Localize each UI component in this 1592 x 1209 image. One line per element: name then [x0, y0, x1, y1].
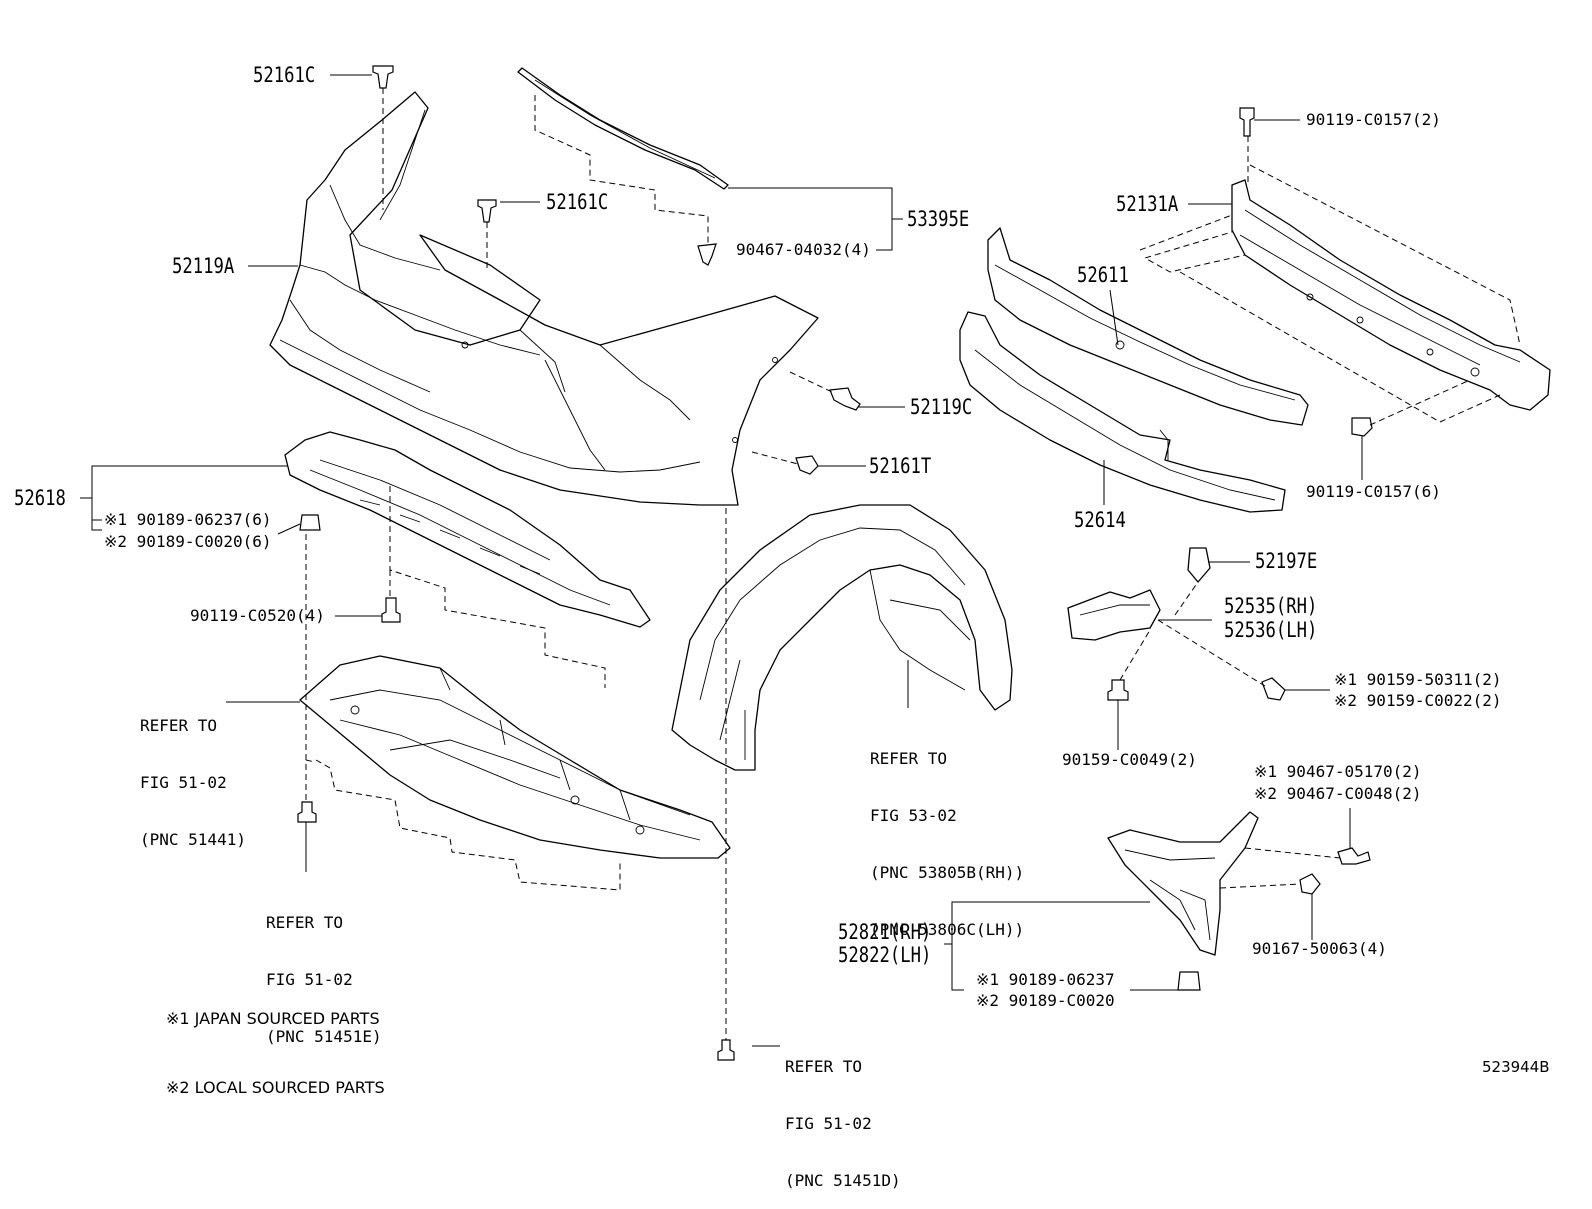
- label-90159-50311: ※1 90159-50311(2): [1334, 670, 1502, 689]
- label-90159-c0049: 90159-C0049(2): [1062, 750, 1197, 769]
- energy-absorber-52611[interactable]: [987, 227, 1309, 426]
- clip-52197e[interactable]: [1187, 547, 1211, 583]
- label-52614: 52614: [1074, 508, 1126, 532]
- label-90189-06237-b: ※1 90189-06237: [976, 970, 1115, 989]
- ref-line: (PNC 51441): [140, 830, 246, 849]
- front-spoiler-52618[interactable]: [284, 431, 651, 628]
- ref-line: FIG 51-02: [140, 773, 227, 792]
- label-90159-c0022: ※2 90159-C0022(2): [1334, 691, 1502, 710]
- ref-line: REFER TO: [870, 749, 948, 768]
- label-53395e: 53395E: [907, 207, 970, 231]
- ref-line: (PNC 51451D): [785, 1171, 901, 1190]
- reinforcement-52131a[interactable]: [1231, 179, 1551, 411]
- ref-line: (PNC 51451E): [266, 1027, 382, 1046]
- label-52119c: 52119C: [910, 395, 973, 419]
- ref-fig-51-02-pnc-51441[interactable]: REFER TO FIG 51-02 (PNC 51441): [140, 678, 246, 868]
- label-52821: 52821(RH): [838, 920, 932, 944]
- ref-fig-51-02-pnc-51451d[interactable]: REFER TO FIG 51-02 (PNC 51451D): [785, 1019, 901, 1209]
- label-52535: 52535(RH): [1224, 594, 1318, 618]
- label-90189-c0020-b: ※2 90189-C0020: [976, 991, 1115, 1010]
- note-japan-sourced: ※1 JAPAN SOURCED PARTS: [166, 1009, 380, 1028]
- fastener-clips: [297, 65, 1373, 1061]
- label-52822: 52822(LH): [838, 943, 932, 967]
- energy-absorber-52614[interactable]: [959, 311, 1286, 513]
- label-90467-05170: ※1 90467-05170(2): [1254, 762, 1422, 781]
- note-local-sourced: ※2 LOCAL SOURCED PARTS: [166, 1078, 385, 1097]
- label-52161c-top: 52161C: [253, 63, 316, 87]
- ref-line: REFER TO: [785, 1057, 863, 1076]
- diagram-id: 523944B: [1482, 1058, 1550, 1076]
- notes-legend: ※1 JAPAN SOURCED PARTS ※2 LOCAL SOURCED …: [166, 961, 385, 1122]
- ref-fig-53-02-pnc-53805[interactable]: REFER TO FIG 53-02 (PNC 53805B(RH)) (PNC…: [870, 711, 1024, 958]
- ref-line: FIG 51-02: [785, 1114, 872, 1133]
- ref-line: REFER TO: [266, 913, 344, 932]
- label-52618: 52618: [14, 486, 66, 510]
- bumper-cover-52119a[interactable]: [269, 91, 819, 506]
- label-90189-c0020-a: ※2 90189-C0020(6): [104, 532, 272, 551]
- label-90189-06237-a: ※1 90189-06237(6): [104, 510, 272, 529]
- dashed-alignment-lines: [305, 88, 1521, 1040]
- ref-line: FIG 51-02: [266, 970, 353, 989]
- label-90467-c0048: ※2 90467-C0048(2): [1254, 784, 1422, 803]
- label-52197e: 52197E: [1255, 549, 1318, 573]
- grille-molding-53395e[interactable]: [517, 67, 729, 190]
- ref-line: REFER TO: [140, 716, 218, 735]
- label-52119a: 52119A: [172, 254, 235, 278]
- label-90119-c0520: 90119-C0520(4): [190, 606, 325, 625]
- label-52161t: 52161T: [869, 454, 932, 478]
- label-90467-04032: 90467-04032(4): [736, 240, 871, 259]
- label-90119-c0157-top: 90119-C0157(2): [1306, 110, 1441, 129]
- label-52536: 52536(LH): [1224, 618, 1318, 642]
- ref-fig-51-02-pnc-51451e[interactable]: REFER TO FIG 51-02 (PNC 51451E): [266, 875, 382, 1065]
- label-52611: 52611: [1077, 263, 1129, 287]
- label-90167-50063: 90167-50063(4): [1252, 939, 1387, 958]
- engine-under-cover[interactable]: [299, 655, 731, 859]
- label-52131a: 52131A: [1116, 192, 1179, 216]
- label-90119-c0157-bottom: 90119-C0157(6): [1306, 482, 1441, 501]
- label-52161c-mid: 52161C: [546, 190, 609, 214]
- leader-lines: [80, 74, 1363, 1047]
- ref-line: FIG 53-02: [870, 806, 957, 825]
- parts-diagram: [80, 65, 1551, 1061]
- side-bracket-52821[interactable]: [1107, 811, 1259, 956]
- retainer-52535[interactable]: [1067, 589, 1161, 641]
- ref-line: (PNC 53806C(LH)): [870, 920, 1025, 939]
- ref-line: (PNC 53805B(RH)): [870, 863, 1025, 882]
- fender-liner[interactable]: [671, 504, 1013, 771]
